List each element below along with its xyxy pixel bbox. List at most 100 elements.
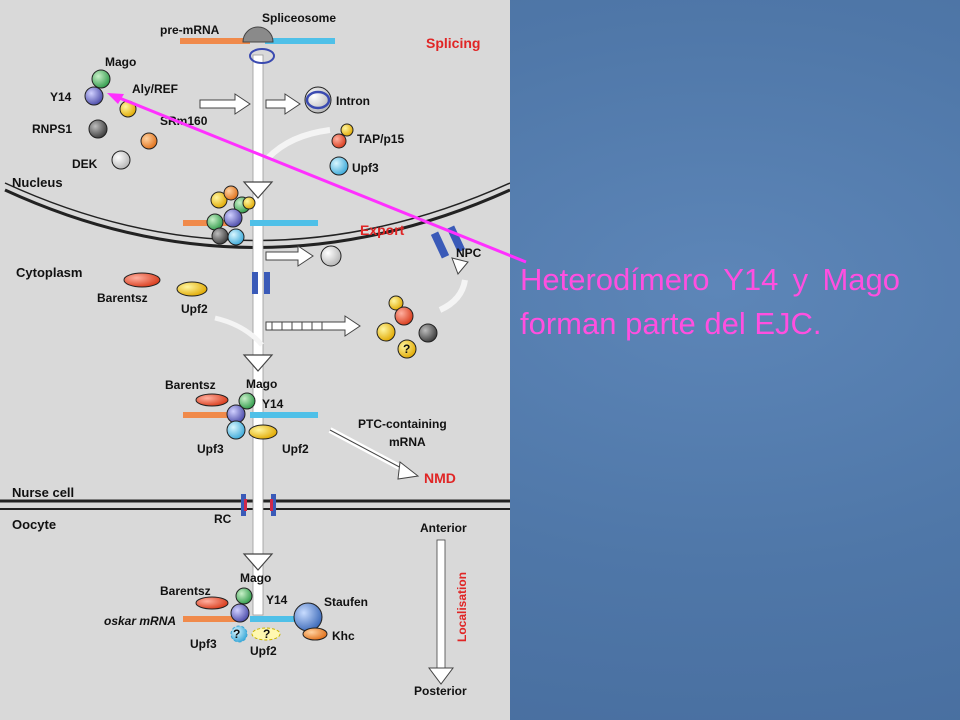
- upf3-label: Upf3: [352, 161, 379, 175]
- y14-label: Y14: [50, 90, 72, 104]
- intron-lariat: [305, 90, 331, 110]
- oskar-mrna-label: oskar mRNA: [104, 614, 176, 628]
- nmd-label: NMD: [424, 470, 456, 486]
- mago-label: Mago: [105, 55, 136, 69]
- oocyte-label: Oocyte: [12, 517, 56, 532]
- complex-aly: [210, 191, 228, 209]
- pore-center-left: [252, 272, 258, 294]
- upf3-oskar-label: Upf3: [190, 637, 217, 651]
- oskar-mago: [235, 587, 253, 605]
- barentsz-label: Barentsz: [97, 291, 148, 305]
- splicing-label: Splicing: [426, 35, 480, 51]
- dek-label: DEK: [72, 157, 98, 171]
- y14-oskar-label: Y14: [266, 593, 288, 607]
- mago-oskar-label: Mago: [240, 571, 271, 585]
- khc-label: Khc: [332, 629, 355, 643]
- spliced-mrna-exon2: [250, 220, 318, 226]
- nurse-cell-label: Nurse cell: [12, 485, 74, 500]
- arrow-head-2: [242, 354, 274, 372]
- upf3-cyto-label: Upf3: [197, 442, 224, 456]
- y14-cyto-label: Y14: [262, 397, 284, 411]
- shuttle-srm160: [394, 306, 414, 326]
- pre-mrna-exon-left: [180, 38, 250, 44]
- mago-cyto-label: Mago: [246, 377, 277, 391]
- question-mark-2: ?: [233, 627, 240, 641]
- oskar-exon2: [250, 616, 320, 622]
- complex-srm160: [223, 185, 239, 201]
- rnps1-label: RNPS1: [32, 122, 72, 136]
- shuttle-unknown: [397, 339, 417, 359]
- localisation-arrow-head: [428, 667, 454, 685]
- aly-ref-label: Aly/REF: [132, 82, 178, 96]
- anterior-label: Anterior: [420, 521, 467, 535]
- npc-pore-left: [430, 231, 450, 259]
- ring-canal-left: [241, 494, 246, 516]
- localisation-label: Localisation: [455, 572, 469, 642]
- diagram-canvas: pre-mRNA Spliceosome Splicing Mago Y14 A…: [0, 11, 510, 698]
- oskar-y14: [230, 603, 250, 623]
- tap-p15-label: TAP/p15: [357, 132, 404, 146]
- nmd-arrow-outline: [329, 429, 406, 471]
- oskar-upf2: [251, 627, 281, 641]
- ejc-pathway-diagram: pre-mRNA Spliceosome Splicing Mago Y14 A…: [0, 0, 510, 720]
- cyto-mrna-exon1: [183, 412, 238, 418]
- shuttle-release-arrow: [265, 315, 361, 337]
- p15-protein: [331, 133, 347, 149]
- upf3-protein: [329, 156, 349, 176]
- complex-y14: [223, 208, 243, 228]
- cyto-mrna-exon2: [250, 412, 318, 418]
- complex-upf3: [227, 228, 245, 246]
- recycle-curve: [438, 279, 468, 313]
- mago-protein: [91, 69, 111, 89]
- question-mark-1: ?: [403, 342, 410, 356]
- arrow-head-1: [242, 181, 274, 199]
- pre-mrna-exon-right: [265, 38, 335, 44]
- tap-protein: [340, 123, 354, 137]
- cytoplasm-label: Cytoplasm: [16, 265, 82, 280]
- dek-release-arrow: [265, 245, 314, 267]
- staufen-label: Staufen: [324, 595, 368, 609]
- srm160-label: SRm160: [160, 114, 208, 128]
- rnps1-protein: [88, 119, 108, 139]
- intron-release-arrow: [265, 93, 301, 115]
- intron-label: Intron: [336, 94, 370, 108]
- npc-export-arrowhead: [451, 257, 469, 275]
- question-mark-3: ?: [263, 627, 270, 641]
- nmd-arrow-head: [397, 461, 420, 480]
- upf2-protein: [176, 281, 208, 297]
- pointer-arrowhead: [107, 93, 124, 104]
- upf2-label: Upf2: [181, 302, 208, 316]
- cyto-barentsz: [195, 393, 229, 407]
- barentsz-protein: [123, 272, 161, 288]
- cyto-mago: [238, 392, 256, 410]
- srm160-protein: [140, 132, 158, 150]
- spliceosome-shape: [242, 26, 274, 43]
- npc-label: NPC: [456, 246, 482, 260]
- pre-mrna-label: pre-mRNA: [160, 23, 220, 37]
- cyto-upf3: [226, 420, 246, 440]
- ejc-assembly-arrow: [199, 93, 251, 115]
- oskar-exon1: [183, 616, 238, 622]
- export-label: Export: [360, 222, 405, 238]
- intron-loop-top: [249, 48, 275, 64]
- ptc-label-line1: PTC-containing: [358, 417, 447, 431]
- arrow-head-3: [242, 553, 274, 571]
- complex-tap: [242, 196, 256, 210]
- upf2-recruit-curve: [214, 315, 264, 347]
- ring-canal-right-core: [270, 499, 273, 511]
- export-factor-curve: [265, 127, 331, 161]
- posterior-label: Posterior: [414, 684, 467, 698]
- released-dek: [320, 245, 342, 267]
- dek-protein: [111, 150, 131, 170]
- shuttle-aly: [388, 295, 404, 311]
- nucleus-label: Nucleus: [12, 175, 63, 190]
- y14-protein: [84, 86, 104, 106]
- barentsz-oskar-label: Barentsz: [160, 584, 211, 598]
- oskar-barentsz: [195, 596, 229, 610]
- pointer-line: [111, 93, 527, 264]
- upf2-cyto-label: Upf2: [282, 442, 309, 456]
- ptc-label-line2: mRNA: [389, 435, 426, 449]
- upf2-oskar-label: Upf2: [250, 644, 277, 658]
- ring-canal-left-core: [244, 499, 247, 511]
